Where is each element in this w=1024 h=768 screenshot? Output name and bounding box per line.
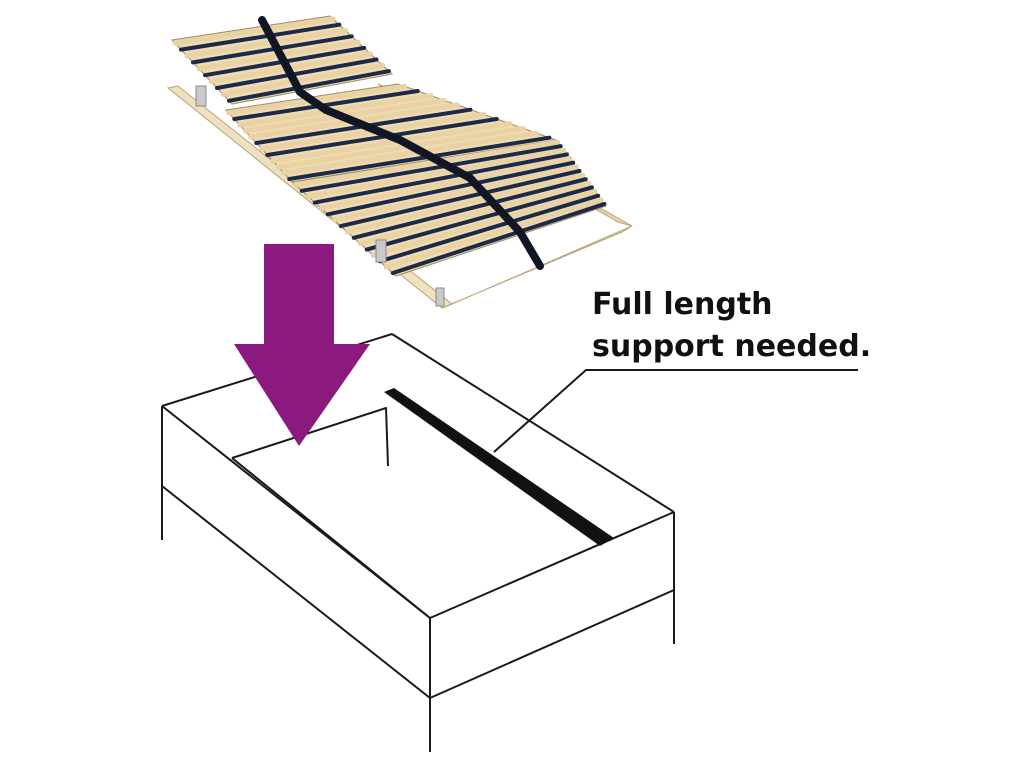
bed-slat xyxy=(292,139,561,188)
base-center-strap xyxy=(258,16,544,270)
bed-slat xyxy=(344,172,586,235)
bed-slat xyxy=(364,185,594,252)
frame-inner-front xyxy=(231,457,431,619)
base-support-leg xyxy=(375,239,387,263)
bed-slat xyxy=(351,177,588,240)
frame-bottom-left-edge xyxy=(161,485,431,699)
bed-slat xyxy=(215,57,379,90)
frame-top-front-right xyxy=(429,511,675,619)
base-support-leg xyxy=(435,287,445,307)
bed-slat xyxy=(338,168,582,229)
bed-slat xyxy=(191,34,354,65)
bed-slat xyxy=(220,62,386,97)
base-support-leg xyxy=(195,85,207,107)
bed-slat xyxy=(179,22,342,52)
bed-slat xyxy=(299,144,563,193)
bed-slat xyxy=(184,28,348,59)
bed-slat xyxy=(227,69,391,103)
bed-slat xyxy=(377,193,601,264)
callout-line-2: support needed. xyxy=(592,329,871,364)
callout-leader-line xyxy=(493,369,858,453)
bed-slat xyxy=(305,147,567,200)
bed-slat xyxy=(383,197,604,270)
bed-slat xyxy=(325,160,576,217)
bed-slat xyxy=(312,152,569,205)
bed-slat xyxy=(287,135,552,181)
bed-slat xyxy=(281,130,539,176)
bed-slat xyxy=(390,201,607,276)
bed-slat xyxy=(275,125,526,170)
bed-slat xyxy=(270,121,513,164)
bed-slat xyxy=(357,180,592,247)
bed-slat xyxy=(331,164,579,223)
bed-frame-box-icon xyxy=(161,333,675,752)
frame-inner-left xyxy=(231,407,389,467)
bed-slat xyxy=(172,16,336,46)
slatted-bed-base-icon xyxy=(166,15,633,309)
callout-line-1: Full length xyxy=(592,287,773,322)
down-arrow-icon xyxy=(234,244,370,446)
bed-slat xyxy=(232,89,420,121)
bed-slat xyxy=(318,156,573,211)
frame-bottom-right-edge xyxy=(429,589,675,699)
bed-slat xyxy=(370,189,598,258)
frame-top-back-right xyxy=(391,333,675,513)
center-support-beam xyxy=(384,388,614,546)
